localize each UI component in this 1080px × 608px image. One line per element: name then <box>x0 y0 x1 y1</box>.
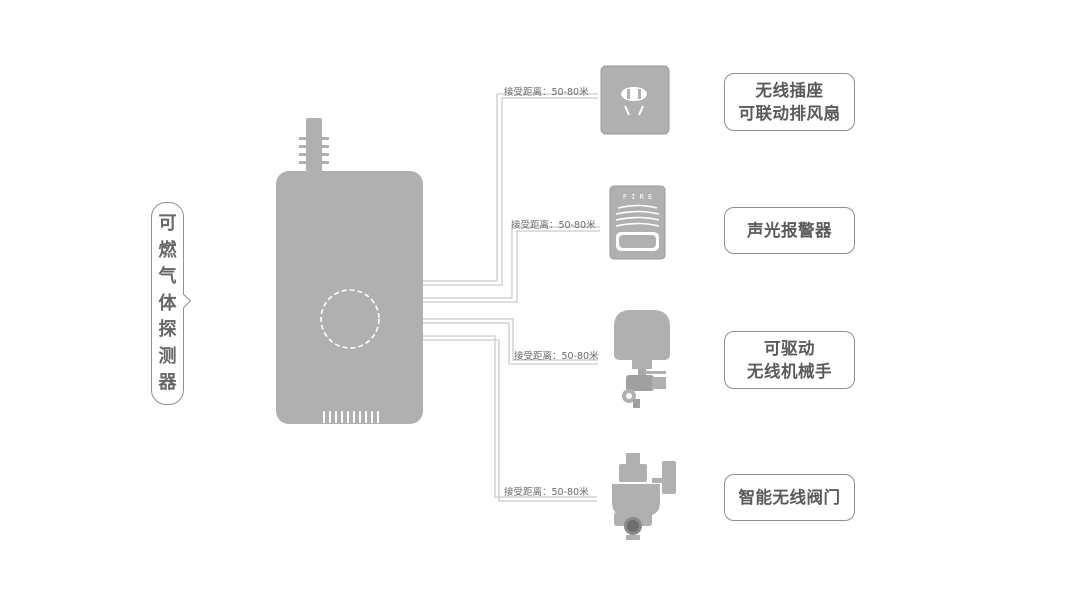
socket-device-tag: 无线插座 可联动排风扇 <box>724 73 855 131</box>
label-char: 测 <box>158 345 177 367</box>
vent-slots <box>323 411 379 423</box>
sensor-ring <box>320 289 380 349</box>
tag-line: 无线插座 <box>755 81 824 100</box>
label-char: 可 <box>158 213 177 234</box>
tag-line: 无线机械手 <box>747 362 832 381</box>
manipulator-device-tag: 可驱动 无线机械手 <box>724 331 855 389</box>
label-char: 气 <box>158 266 177 287</box>
gas-detector-device <box>276 118 423 424</box>
distance-label-manipulator: 接受距离：50-80米 <box>514 351 599 362</box>
wireless-socket-icon <box>600 65 670 135</box>
smart-valve-icon <box>612 453 676 540</box>
connection-lines <box>423 93 600 502</box>
valve-manipulator-icon <box>614 310 670 408</box>
distance-label-alarm: 接受距离：50-80米 <box>511 220 596 231</box>
tag-line: 可驱动 <box>764 339 815 358</box>
label-char: 体 <box>158 292 177 314</box>
distance-label-socket: 接受距离：50-80米 <box>504 87 589 98</box>
label-char: 器 <box>158 372 177 393</box>
distance-label-valve: 接受距离：50-80米 <box>504 487 589 498</box>
valve-device-tag: 智能无线阀门 <box>724 474 855 521</box>
alarm-fire-text: F I R E <box>623 193 653 201</box>
tag-line: 声光报警器 <box>747 221 832 240</box>
alarm-device-tag: 声光报警器 <box>724 207 855 254</box>
label-char: 燃 <box>158 239 177 261</box>
tag-line: 智能无线阀门 <box>738 488 841 507</box>
fire-alarm-siren-icon: F I R E <box>609 185 666 260</box>
label-char: 探 <box>158 319 177 340</box>
gas-detector-label: 可 燃 气 体 探 测 器 <box>151 202 192 405</box>
tag-line: 可联动排风扇 <box>738 104 841 123</box>
